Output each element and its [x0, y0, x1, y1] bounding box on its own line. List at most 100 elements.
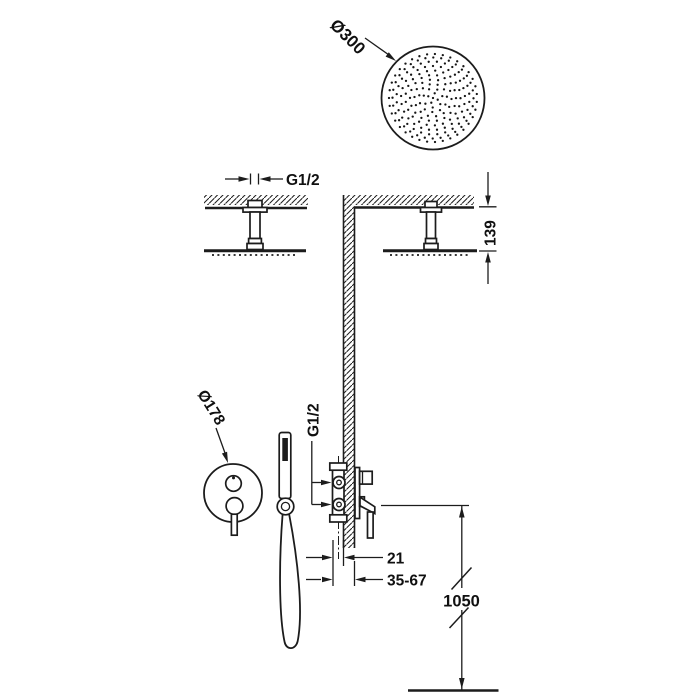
nozzle-dot: [451, 65, 454, 69]
nozzle-dot: [427, 88, 431, 91]
nozzle-dot: [397, 119, 401, 122]
dim-arrow-icon: [459, 506, 465, 518]
mixer-lever-front: [230, 513, 239, 537]
nozzle-dot: [407, 117, 410, 120]
nozzle-dot: [433, 52, 437, 56]
trim-plate-side: [354, 466, 361, 520]
hand-shower-hose: [279, 514, 301, 650]
nozzle-dot: [409, 130, 412, 133]
nozzle-dot: [447, 59, 450, 62]
nozzle-dot: [471, 89, 474, 92]
mixer-side-view: [328, 456, 376, 559]
lever-handle-side: [359, 495, 376, 516]
nozzle-dot: [424, 102, 427, 105]
nozzle-dot: [395, 92, 398, 96]
nozzle-dot: [447, 68, 450, 72]
inlet-port-top-center: [336, 479, 342, 486]
dim-arrow-icon: [259, 176, 271, 182]
dim-arrow-icon: [485, 252, 491, 263]
dim-arrow-icon: [321, 479, 332, 486]
nozzle-dot: [410, 58, 414, 61]
nozzle-dot: [425, 140, 429, 143]
inlet-port-bottom: [332, 497, 346, 512]
nozzle-dot: [432, 56, 435, 59]
dim-35-67: 35-67: [306, 561, 427, 590]
nozzle-dot: [467, 122, 470, 125]
nozzle-dot: [414, 103, 418, 107]
nozzle-dot: [410, 104, 413, 107]
nozzle-dot: [427, 95, 430, 98]
nozzle-dot: [419, 110, 422, 113]
nozzle-dot: [407, 84, 410, 88]
nozzle-dot: [400, 102, 403, 106]
nozzle-dot: [420, 76, 423, 80]
leader-arrowhead-icon: [221, 451, 228, 463]
nozzle-dot: [475, 100, 478, 104]
nozzle-dot: [394, 112, 397, 115]
head-diameter-label: Ø300: [326, 15, 369, 58]
nozzle-dot: [402, 125, 406, 128]
nozzle-dot: [394, 119, 397, 122]
nozzle-dot: [411, 115, 414, 118]
nozzle-dot: [467, 70, 470, 74]
nozzle-dot: [454, 112, 457, 115]
nozzle-dot: [453, 89, 456, 92]
nozzle-dot: [422, 94, 425, 97]
nozzle-dot: [444, 103, 447, 106]
nozzle-dot: [418, 55, 421, 58]
valve-top-flange: [328, 462, 348, 472]
nozzle-dot: [418, 102, 422, 105]
inlet-port-top: [332, 475, 346, 490]
nozzle-dot: [406, 122, 409, 126]
dim-21: 21: [306, 540, 405, 586]
ceiling-arm-left: [242, 199, 268, 251]
head-diameter-leader: [364, 37, 390, 56]
nozzle-dot: [453, 73, 457, 76]
nozzle-dot: [415, 87, 418, 91]
nozzle-dot: [423, 136, 426, 139]
nozzle-dot: [394, 81, 397, 84]
nozzle-dot: [444, 131, 447, 134]
nozzle-pattern: [387, 52, 478, 144]
nozzle-dot: [441, 94, 444, 98]
nozzle-dot: [456, 133, 459, 136]
nozzle-dot: [411, 135, 414, 138]
hand-shower: [276, 431, 301, 650]
nozzle-dot: [425, 53, 429, 56]
shower-head-face: [380, 45, 486, 151]
nozzle-dot: [428, 83, 431, 86]
nozzle-dot: [427, 133, 431, 136]
nozzle-dot: [469, 112, 472, 115]
nozzle-dot: [421, 87, 425, 90]
mixer-diameter-label: Ø178: [194, 387, 229, 428]
nozzle-dot: [431, 96, 435, 100]
nozzle-dot: [409, 62, 412, 66]
nozzle-dot: [427, 119, 431, 122]
nozzle-dot: [411, 78, 415, 81]
nozzle-dot: [428, 78, 432, 81]
dim-arm-thread: G1/2: [225, 172, 320, 189]
nozzle-dot: [440, 57, 443, 60]
nozzle-dot: [435, 60, 439, 63]
dim-arrow-icon: [485, 195, 491, 206]
nozzle-dot: [458, 105, 461, 108]
nozzle-dot: [443, 116, 446, 120]
diverter-knob-side: [358, 470, 374, 485]
nozzle-dot: [462, 116, 466, 119]
valve-height-label: 1050: [443, 593, 480, 611]
nozzle-dot: [436, 98, 439, 101]
hand-shower-spray-face: [282, 438, 288, 461]
nozzle-dot: [392, 88, 395, 91]
nozzle-dot: [427, 74, 431, 77]
mixer-diameter-leader: [215, 427, 226, 454]
nozzle-dot: [404, 100, 407, 104]
nozzle-dot: [404, 79, 408, 83]
dim-arrow-icon: [344, 554, 355, 561]
nozzle-dot: [439, 136, 442, 139]
nozzle-dot: [400, 77, 404, 80]
nozzle-dot: [471, 105, 474, 108]
nozzle-dot: [448, 89, 452, 93]
nozzle-dot: [404, 92, 407, 95]
nozzle-dot: [441, 53, 444, 57]
